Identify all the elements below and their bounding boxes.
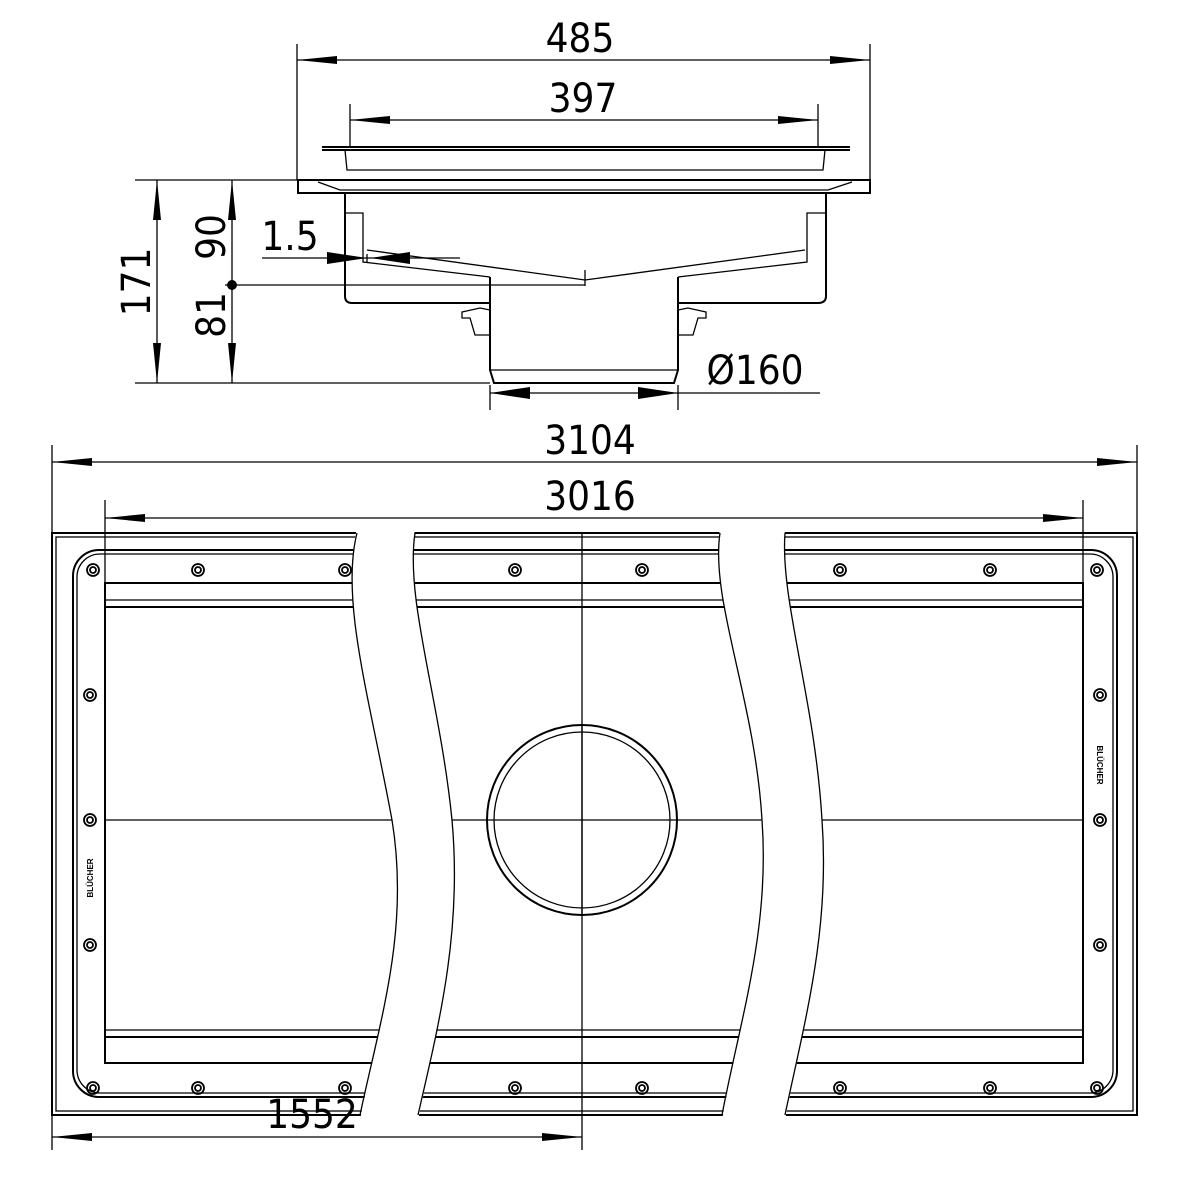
bolt-hole-icon <box>1093 688 1107 702</box>
bolt-hole-icon <box>1093 1084 1101 1092</box>
bolt-hole-icon <box>635 1081 649 1095</box>
bolt-hole-icon <box>1093 566 1101 574</box>
dim-485: 485 <box>546 16 615 62</box>
bolt-hole-icon <box>83 688 97 702</box>
bolt-hole-icon <box>341 1084 349 1092</box>
bolt-hole-icon <box>836 1084 844 1092</box>
dim-397: 397 <box>549 76 618 122</box>
bolt-hole-icon <box>508 1081 522 1095</box>
dim-3104: 3104 <box>544 418 636 464</box>
brand-label-right: BLÜCHER <box>1095 745 1104 784</box>
bolt-hole-icon <box>1090 563 1104 577</box>
bolt-hole-icon <box>194 1084 202 1092</box>
bolt-hole-icon <box>338 563 352 577</box>
dim-171: 171 <box>114 248 160 317</box>
bolt-hole-icon <box>86 941 94 949</box>
bolt-hole-icon <box>833 1081 847 1095</box>
bolt-hole-icon <box>511 566 519 574</box>
bolt-hole-icon <box>638 566 646 574</box>
bolt-hole-icon <box>986 566 994 574</box>
bolt-hole-icon <box>511 1084 519 1092</box>
bolt-hole-icon <box>1093 813 1107 827</box>
bolt-hole-icon <box>638 1084 646 1092</box>
bolt-hole-icon <box>983 563 997 577</box>
bolt-hole-icon <box>1090 1081 1104 1095</box>
bolt-hole-icon <box>833 563 847 577</box>
bolt-hole-icon <box>1096 941 1104 949</box>
bolt-hole-icon <box>191 563 205 577</box>
bolt-hole-icon <box>191 1081 205 1095</box>
bolt-hole-icon <box>86 691 94 699</box>
bolt-hole-icon <box>341 566 349 574</box>
bolt-hole-icon <box>89 566 97 574</box>
section-view: 485 397 171 90 81 1.5 Ø160 <box>114 16 871 410</box>
brand-label-left: BLÜCHER <box>86 858 95 897</box>
bolt-hole-icon <box>83 938 97 952</box>
dim-3016: 3016 <box>544 474 636 520</box>
bolt-hole-icon <box>89 1084 97 1092</box>
bolt-hole-icon <box>86 1081 100 1095</box>
dim-90: 90 <box>189 214 235 260</box>
bolt-hole-icon <box>338 1081 352 1095</box>
bolt-hole-icon <box>508 563 522 577</box>
plan-view: BLÜCHER BLÜCHER 3104 3016 1552 <box>51 418 1138 1150</box>
bolts <box>83 563 1107 1095</box>
bolt-hole-icon <box>1093 938 1107 952</box>
bolt-hole-icon <box>86 816 94 824</box>
bolt-hole-icon <box>86 563 100 577</box>
bolt-hole-icon <box>1096 691 1104 699</box>
bolt-hole-icon <box>836 566 844 574</box>
bolt-hole-icon <box>83 813 97 827</box>
bolt-hole-icon <box>194 566 202 574</box>
dim-1552: 1552 <box>266 1092 358 1138</box>
bolt-hole-icon <box>983 1081 997 1095</box>
bolt-hole-icon <box>1096 816 1104 824</box>
bolt-hole-icon <box>635 563 649 577</box>
dim-160: Ø160 <box>707 348 804 394</box>
bolt-hole-icon <box>986 1084 994 1092</box>
dim-1-5: 1.5 <box>261 214 318 260</box>
dim-81: 81 <box>189 292 235 338</box>
